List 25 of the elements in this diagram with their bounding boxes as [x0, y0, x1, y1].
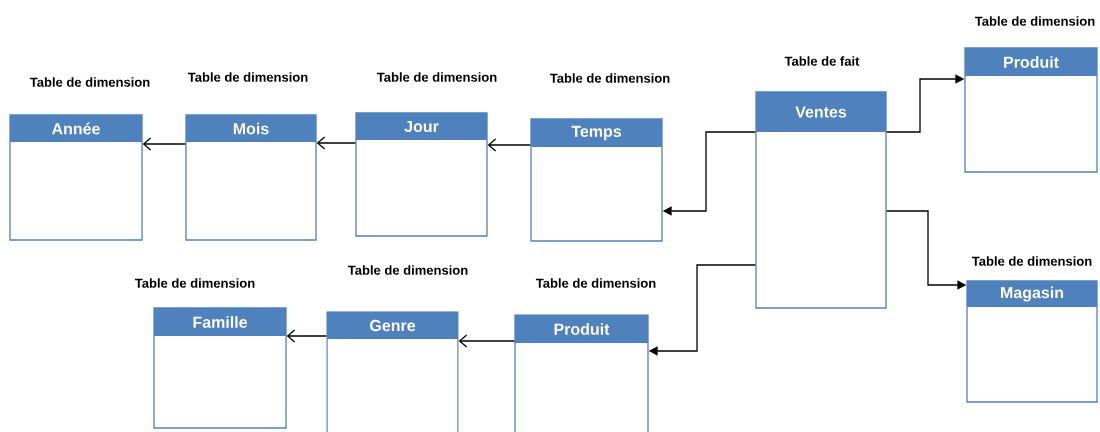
table-caption: Table de dimension — [549, 73, 670, 83]
table-box: Genre — [326, 311, 459, 432]
table-caption: Table de dimension — [376, 72, 497, 82]
table-box: Ventes — [755, 91, 887, 309]
table-box: Temps — [530, 118, 663, 242]
arrow — [142, 137, 186, 151]
table-box: Année — [9, 114, 143, 241]
arrow — [487, 138, 531, 152]
table-caption: Table de fait — [784, 56, 860, 66]
arrow — [316, 136, 356, 150]
table-caption: Table de dimension — [535, 278, 656, 288]
table-caption: Table de dimension — [187, 72, 308, 82]
table-box: Mois — [185, 114, 317, 241]
table-caption: Table de dimension — [974, 16, 1095, 26]
arrow — [286, 329, 327, 343]
table-box: Jour — [355, 112, 488, 237]
table-box: Produit — [964, 47, 1098, 173]
arrow — [458, 334, 515, 348]
table-caption: Table de dimension — [29, 77, 150, 87]
table-caption: Table de dimension — [971, 256, 1092, 266]
table-box: Produit — [514, 314, 649, 432]
table-box: Famille — [153, 307, 287, 429]
table-box: Magasin — [966, 280, 1098, 403]
table-caption: Table de dimension — [134, 278, 255, 288]
table-caption: Table de dimension — [347, 265, 468, 275]
